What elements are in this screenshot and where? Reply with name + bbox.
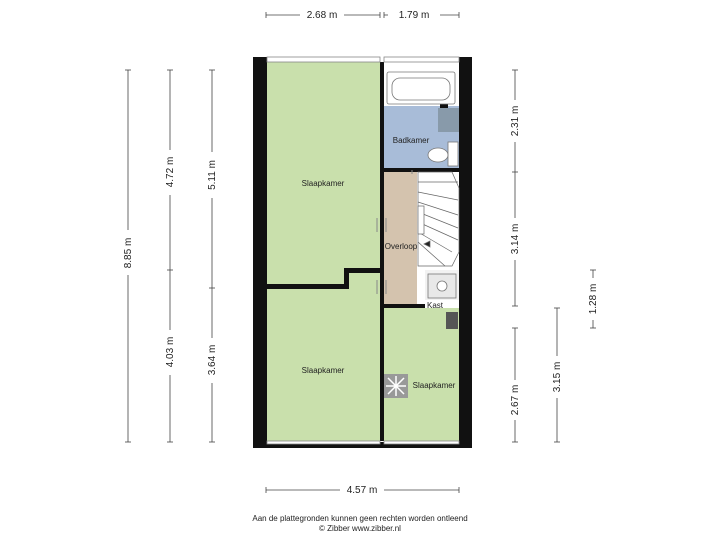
slaapkamer-bottom-area <box>267 273 380 441</box>
dim-top-left: 2.68 m <box>307 10 338 21</box>
windows <box>266 56 460 445</box>
footer-disclaimer: Aan de plattegronden kunnen geen rechten… <box>252 514 468 523</box>
room-label-overloop: Overloop <box>385 242 418 251</box>
dim-left-upper-a: 4.72 m <box>165 157 176 188</box>
dim-left-lower-a: 4.03 m <box>165 337 176 368</box>
slaapkamer-top-area <box>267 62 380 284</box>
room-label-badkamer: Badkamer <box>393 136 430 145</box>
dim-left-total: 8.85 m <box>123 238 134 269</box>
dim-left-upper-b: 5.11 m <box>207 160 218 190</box>
dim-top-right: 1.79 m <box>399 10 430 21</box>
overloop-area <box>384 172 417 306</box>
room-label-slaapkamer-small: Slaapkamer <box>413 381 456 390</box>
kast-unit <box>427 273 457 299</box>
dim-right-bath: 2.31 m <box>510 106 521 137</box>
toilet <box>427 141 459 167</box>
room-label-kast: Kast <box>427 301 444 310</box>
door-marks <box>376 170 413 294</box>
room-label-slaapkamer-bottom: Slaapkamer <box>302 366 345 375</box>
dim-right-outer: 3.15 m <box>552 362 563 393</box>
staircase <box>417 171 460 267</box>
dim-bottom-total: 4.57 m <box>347 485 378 496</box>
dimension-lines <box>125 12 596 493</box>
footer-credit: © Zibber www.zibber.nl <box>319 524 401 533</box>
room-label-slaapkamer-top: Slaapkamer <box>302 179 345 188</box>
dim-left-lower-b: 3.64 m <box>207 345 218 376</box>
bathtub <box>386 71 456 105</box>
sink-unit <box>438 108 459 132</box>
dim-right-side: 1.28 m <box>588 284 599 315</box>
dim-right-stairs: 3.14 m <box>510 224 521 255</box>
vent-icon <box>384 374 408 398</box>
dim-right-small-room: 2.67 m <box>510 385 521 416</box>
walls <box>253 57 472 448</box>
